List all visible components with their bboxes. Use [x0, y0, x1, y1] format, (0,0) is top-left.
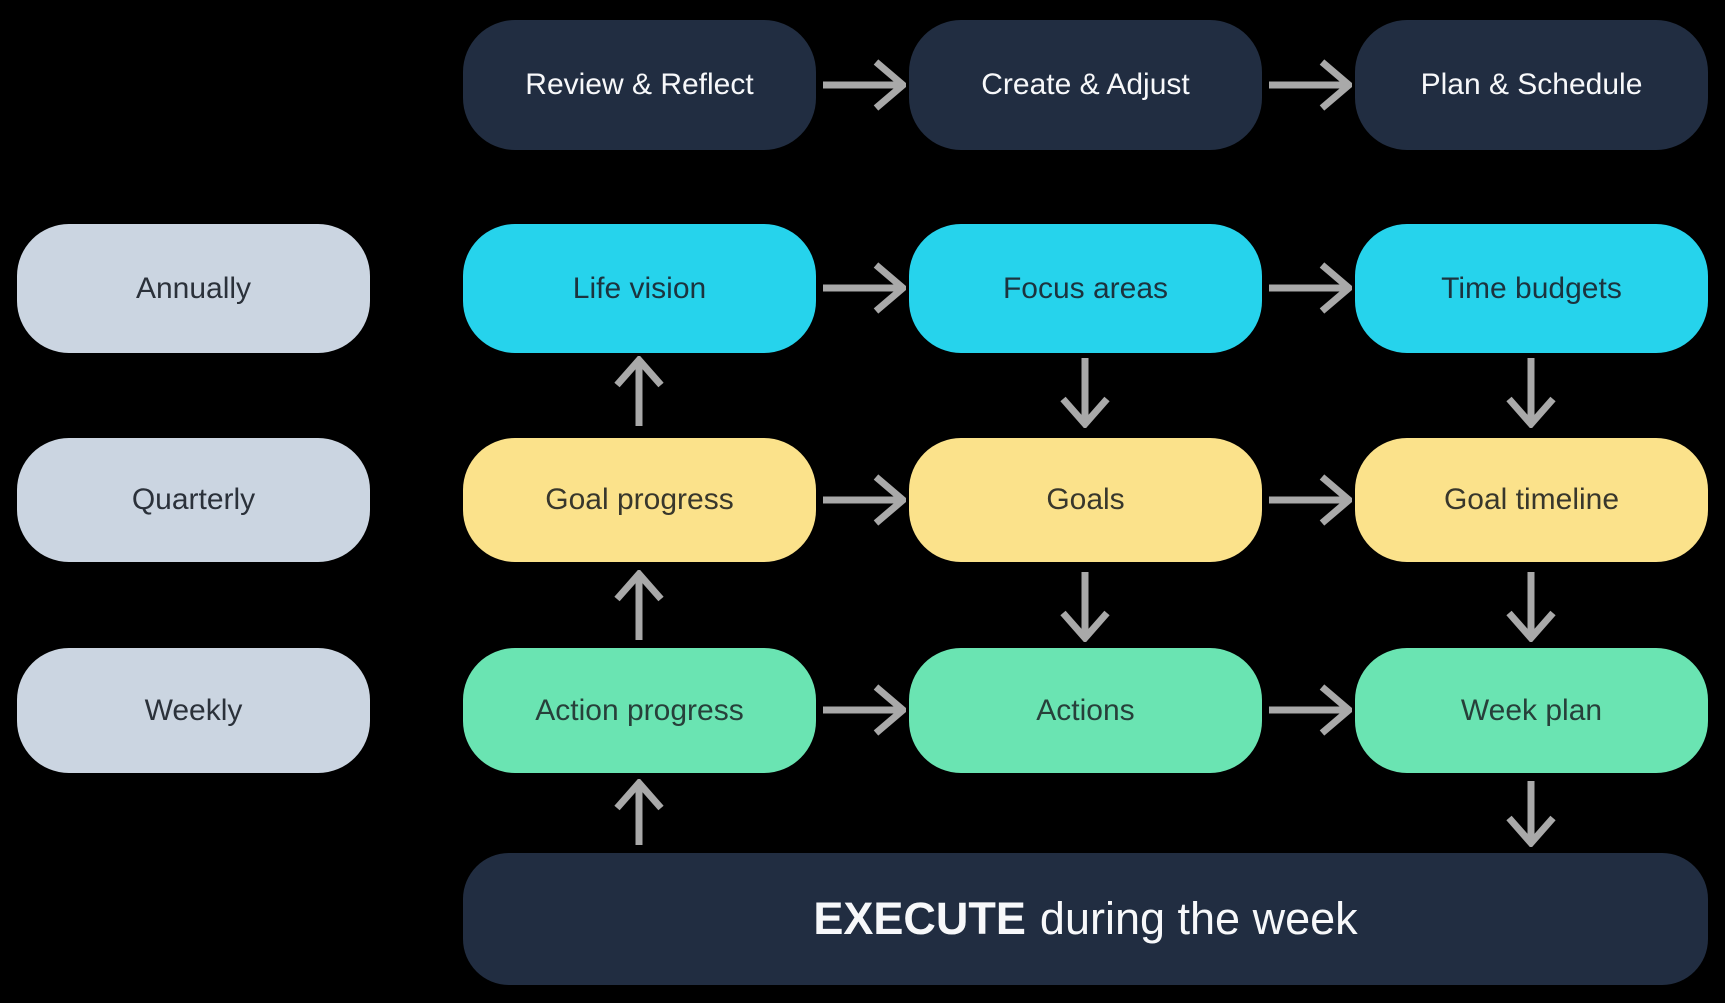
execute-bar: EXECUTE during the week — [463, 853, 1708, 985]
node-focus-areas: Focus areas — [909, 224, 1262, 353]
node-goal-progress: Goal progress — [463, 438, 816, 562]
node-label: Actions — [1036, 693, 1135, 727]
arrow-right-icon — [823, 59, 906, 111]
phase-label: Plan & Schedule — [1420, 68, 1643, 101]
node-action-progress: Action progress — [463, 648, 816, 773]
arrow-right-icon — [1269, 262, 1352, 314]
node-actions: Actions — [909, 648, 1262, 773]
arrow-up-icon — [614, 356, 664, 426]
node-goals: Goals — [909, 438, 1262, 562]
node-label: Action progress — [535, 693, 744, 727]
cadence-label: Quarterly — [131, 483, 256, 516]
phase-label: Create & Adjust — [981, 68, 1190, 101]
phase-review-reflect: Review & Reflect — [463, 20, 816, 150]
node-label: Time budgets — [1441, 271, 1622, 305]
phase-plan-schedule: Plan & Schedule — [1355, 20, 1708, 150]
node-label: Life vision — [572, 271, 707, 305]
arrow-right-icon — [823, 474, 906, 526]
node-label: Week plan — [1460, 693, 1603, 727]
arrow-right-icon — [1269, 684, 1352, 736]
arrow-down-icon — [1506, 781, 1556, 847]
arrow-right-icon — [823, 684, 906, 736]
cadence-label: Annually — [135, 271, 252, 305]
node-life-vision: Life vision — [463, 224, 816, 353]
execute-bar-emphasis: EXECUTE — [813, 893, 1026, 944]
arrow-down-icon — [1506, 572, 1556, 642]
cadence-annually: Annually — [17, 224, 370, 353]
phase-create-adjust: Create & Adjust — [909, 20, 1262, 150]
cadence-weekly: Weekly — [17, 648, 370, 773]
arrow-right-icon — [1269, 59, 1352, 111]
cadence-label: Weekly — [144, 693, 243, 727]
node-label: Focus areas — [1002, 271, 1169, 305]
phase-label: Review & Reflect — [525, 68, 754, 101]
arrow-up-icon — [614, 570, 664, 640]
node-week-plan: Week plan — [1355, 648, 1708, 773]
arrow-down-icon — [1506, 358, 1556, 428]
node-label: Goals — [1046, 483, 1125, 516]
arrow-down-icon — [1060, 358, 1110, 428]
arrow-right-icon — [823, 262, 906, 314]
node-time-budgets: Time budgets — [1355, 224, 1708, 353]
node-goal-timeline: Goal timeline — [1355, 438, 1708, 562]
arrow-right-icon — [1269, 474, 1352, 526]
node-label: Goal progress — [545, 483, 734, 516]
arrow-up-icon — [614, 779, 664, 845]
cadence-quarterly: Quarterly — [17, 438, 370, 562]
execute-bar-text: during the week — [1039, 893, 1358, 944]
node-label: Goal timeline — [1443, 483, 1620, 516]
arrow-down-icon — [1060, 572, 1110, 642]
